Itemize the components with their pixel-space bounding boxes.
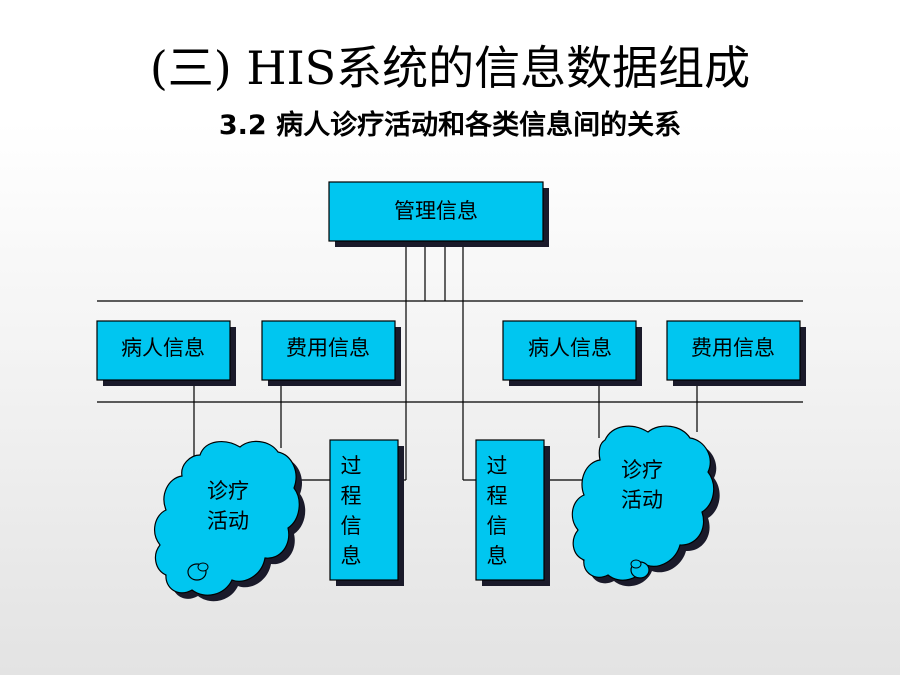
right-process-char-1: 过 [487,454,508,478]
right-cloud-line-1: 诊疗 [621,458,663,482]
right-process-info-box: 过 程 信 息 [475,439,550,586]
right-cost-info-box: 费用信息 [666,320,806,386]
left-cloud-line-1: 诊疗 [207,479,249,503]
right-process-char-3: 信 [487,514,508,538]
left-cost-info-box: 费用信息 [261,320,401,386]
right-cloud-line-2: 活动 [621,488,663,512]
right-process-char-2: 程 [487,484,508,508]
left-process-char-3: 信 [341,514,362,538]
left-patient-info-box: 病人信息 [96,320,236,386]
right-treatment-cloud: 诊疗 活动 [571,425,720,587]
left-process-char-4: 息 [341,544,362,568]
slide-title: (三) HIS系统的信息数据组成 [149,41,751,95]
management-connectors [398,241,476,481]
right-connectors [545,380,698,481]
right-cost-info-label: 费用信息 [691,336,775,360]
right-patient-info-box: 病人信息 [502,320,642,386]
left-process-char-2: 程 [341,484,362,508]
left-treatment-cloud: 诊疗 活动 [154,440,306,602]
slide-subtitle: 3.2 病人诊疗活动和各类信息间的关系 [218,110,682,141]
left-cloud-line-2: 活动 [207,509,249,533]
management-info-box: 管理信息 [328,181,549,247]
left-cost-info-label: 费用信息 [286,336,370,360]
right-patient-info-label: 病人信息 [528,336,612,360]
left-patient-info-label: 病人信息 [121,336,205,360]
right-process-char-4: 息 [487,544,508,568]
management-info-label: 管理信息 [394,199,478,223]
left-process-char-1: 过 [341,454,362,478]
left-process-info-box: 过 程 信 息 [329,439,404,586]
